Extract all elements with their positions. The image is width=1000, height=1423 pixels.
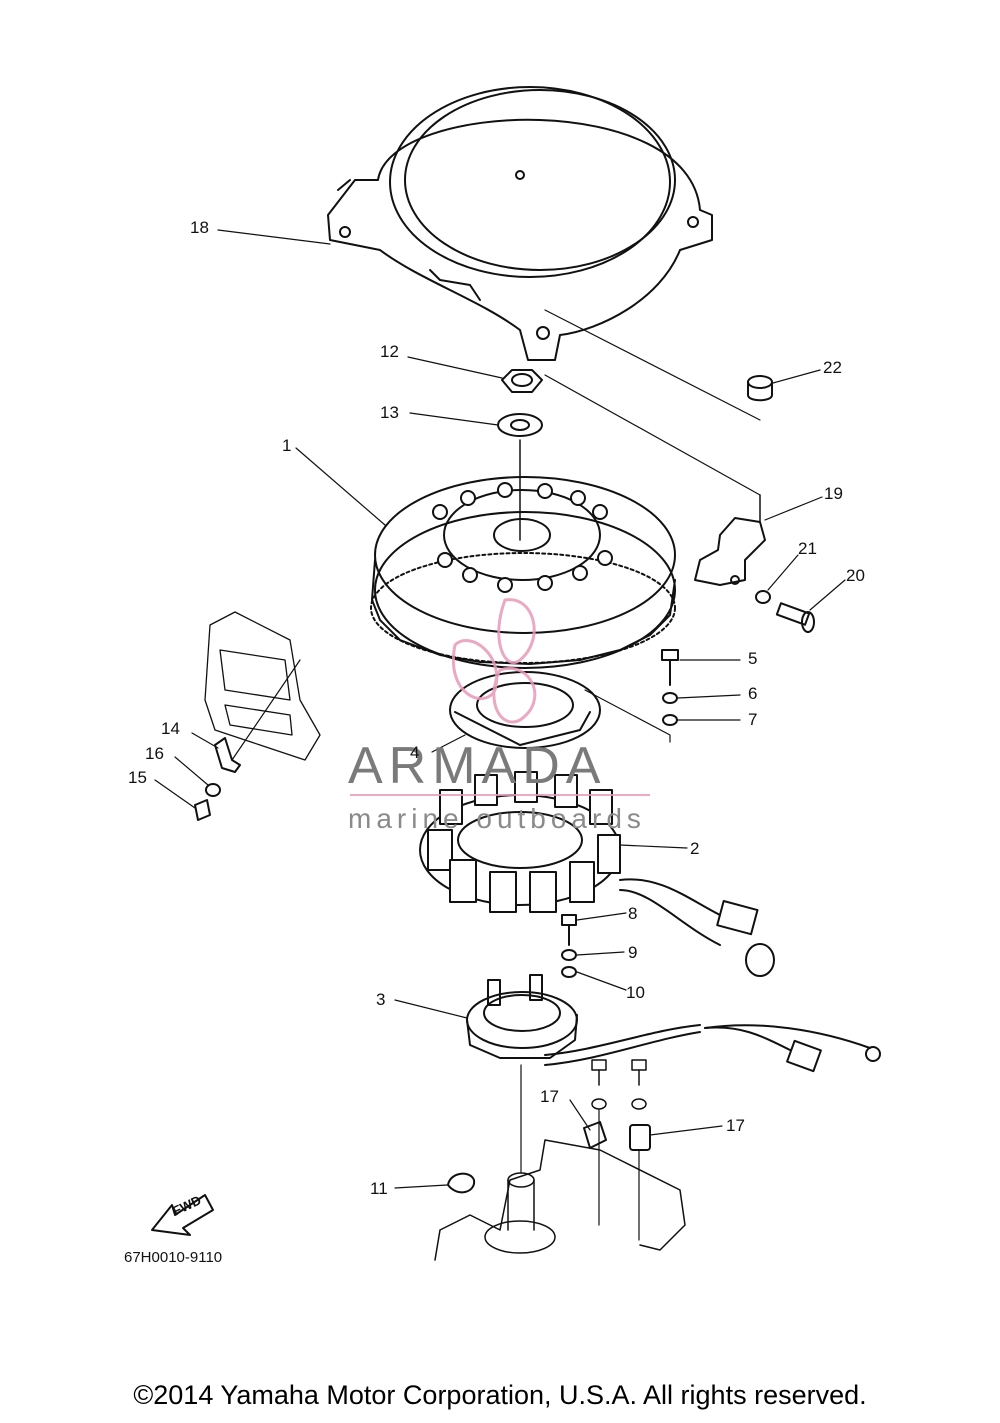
callout-4: 4 bbox=[410, 743, 420, 762]
callout-12: 12 bbox=[380, 342, 399, 361]
callout-15: 15 bbox=[128, 768, 147, 787]
crankcase-base bbox=[434, 1064, 686, 1261]
pulser-harness bbox=[544, 1024, 881, 1073]
callout-17b: 17 bbox=[726, 1116, 745, 1135]
washer-6 bbox=[662, 692, 678, 704]
washer-21 bbox=[755, 590, 771, 604]
washer-16 bbox=[205, 783, 221, 797]
callout-9: 9 bbox=[628, 943, 638, 962]
bolt-20 bbox=[775, 602, 815, 633]
flywheel-cover bbox=[327, 86, 713, 361]
callout-18: 18 bbox=[190, 218, 209, 237]
callout-1: 1 bbox=[282, 436, 292, 455]
key-17b bbox=[629, 1124, 651, 1151]
callout-16: 16 bbox=[145, 744, 164, 763]
pulser-coil bbox=[466, 974, 578, 1059]
callout-8: 8 bbox=[628, 904, 638, 923]
callout-10: 10 bbox=[626, 983, 645, 1002]
washer-10 bbox=[561, 966, 577, 978]
flywheel-nut bbox=[501, 369, 543, 393]
callout-13: 13 bbox=[380, 403, 399, 422]
callout-5: 5 bbox=[748, 649, 758, 668]
gasket-panel bbox=[204, 611, 321, 761]
callout-2: 2 bbox=[690, 839, 700, 858]
callout-6: 6 bbox=[748, 684, 758, 703]
stator-harness bbox=[619, 878, 775, 977]
bracket bbox=[694, 494, 766, 586]
watermark-logo bbox=[350, 598, 650, 796]
screw-15 bbox=[194, 799, 211, 821]
key-17a bbox=[583, 1121, 607, 1149]
callout-21: 21 bbox=[798, 539, 817, 558]
washer-9 bbox=[561, 949, 577, 961]
callout-7: 7 bbox=[748, 710, 758, 729]
watermark-brand: ARMADA bbox=[348, 737, 607, 795]
callout-17a: 17 bbox=[540, 1087, 559, 1106]
woodruff-key bbox=[447, 1172, 476, 1194]
bolt-5 bbox=[661, 649, 679, 686]
callout-20: 20 bbox=[846, 566, 865, 585]
callout-14: 14 bbox=[161, 719, 180, 738]
grommet bbox=[747, 375, 773, 402]
fwd-arrow-icon bbox=[151, 1194, 214, 1236]
copyright-notice: ©2014 Yamaha Motor Corporation, U.S.A. A… bbox=[133, 1380, 867, 1410]
flywheel-rotor bbox=[370, 476, 676, 669]
diagram-part-code: 67H0010-9110 bbox=[124, 1249, 223, 1266]
watermark-subtitle: marine outboards bbox=[348, 803, 646, 834]
callout-3: 3 bbox=[376, 990, 386, 1009]
callout-11: 11 bbox=[370, 1179, 388, 1198]
washer-7 bbox=[662, 714, 678, 726]
clamp-14 bbox=[214, 737, 241, 773]
callout-22: 22 bbox=[823, 358, 842, 377]
bolt-8 bbox=[561, 914, 577, 946]
callout-19: 19 bbox=[824, 484, 843, 503]
flywheel-washer bbox=[497, 413, 543, 437]
